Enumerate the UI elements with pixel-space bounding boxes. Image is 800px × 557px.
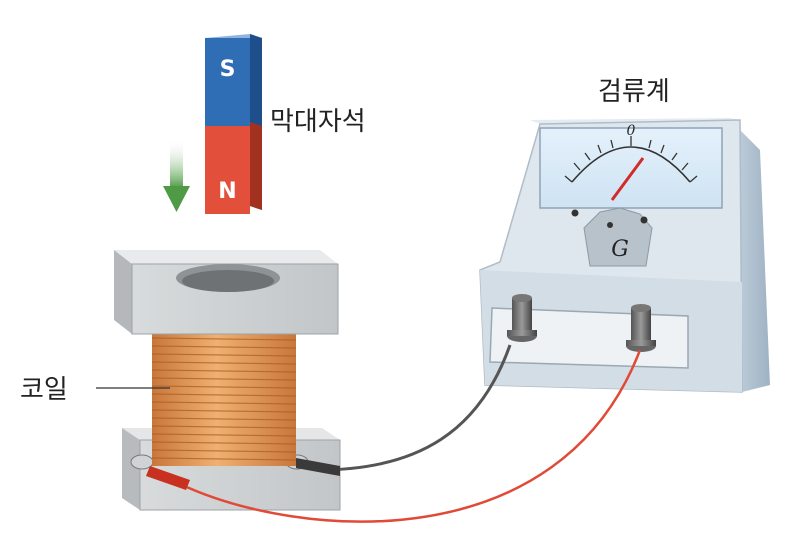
black-clip: [296, 458, 340, 476]
red-clip: [146, 466, 190, 490]
magnet-label: 막대자석: [270, 107, 366, 137]
galvanometer: 0 G: [479, 118, 770, 393]
coil-windings: [151, 337, 297, 461]
coil: [152, 330, 296, 466]
magnet-south-pole: [205, 38, 250, 126]
left-terminal: [507, 294, 537, 342]
meter-needle: [610, 157, 645, 201]
galvanometer-letter: G: [611, 237, 629, 262]
meter-face: [539, 127, 723, 209]
bar-magnet: S N: [205, 34, 262, 214]
south-pole-label: S: [220, 57, 236, 82]
right-terminal: [626, 304, 656, 352]
coil-label: 코일: [20, 375, 68, 405]
black-lead-wire: [317, 344, 512, 472]
downward-arrow-icon: [163, 138, 190, 212]
red-lead-wire: [179, 349, 642, 523]
meter-scale-ticks: [564, 136, 698, 183]
north-pole-label: N: [218, 179, 236, 204]
galvanometer-label: 검류계: [598, 77, 670, 107]
zero-mark: 0: [627, 123, 636, 139]
magnet-north-pole: [205, 126, 250, 214]
coil-assembly: [114, 250, 341, 511]
